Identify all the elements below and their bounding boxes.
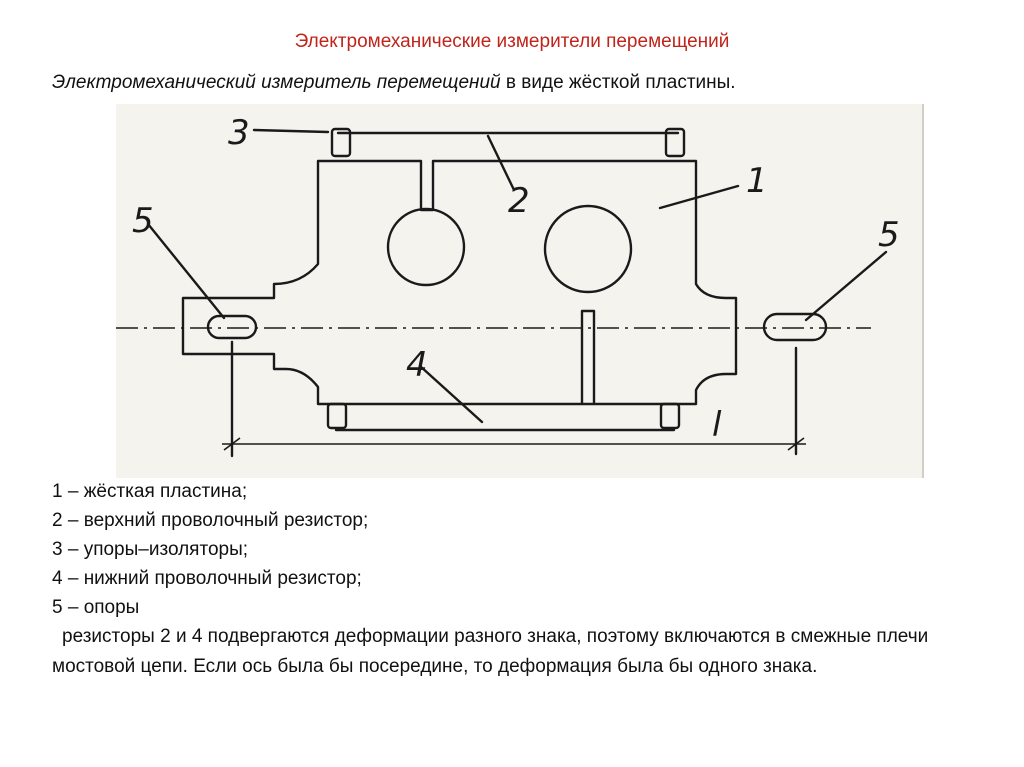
label-2: 2 — [508, 181, 530, 221]
label-5-right: 5 — [878, 215, 900, 255]
legend-item: 2 – верхний проволочный резистор; — [52, 510, 369, 531]
stop-insulator-top-left — [330, 127, 352, 158]
legend-list: 1 – жёсткая пластина; 2 – верхний провол… — [52, 477, 368, 622]
lower-cutout — [543, 204, 633, 294]
stop-insulator-top-right — [664, 127, 686, 158]
legend-item: 4 – нижний проволочный резистор; — [52, 568, 362, 589]
upper-cutout — [386, 207, 466, 287]
rigid-plate-outline — [181, 159, 738, 406]
label-3: 3 — [228, 113, 250, 153]
label-4: 4 — [406, 345, 428, 385]
diagram-figure: 3 2 1 5 5 4 l — [116, 104, 924, 478]
legend-item: 5 – опоры — [52, 597, 140, 618]
legend-item: 3 – упоры–изоляторы; — [52, 539, 249, 560]
label-1: 1 — [746, 161, 768, 201]
support-slot-right — [762, 312, 828, 342]
explanation-note: резисторы 2 и 4 подвергаются деформации … — [52, 622, 982, 682]
stop-insulator-bottom-left — [326, 402, 348, 430]
label-l: l — [712, 405, 722, 445]
label-5-left: 5 — [132, 201, 154, 241]
plate-diagram: 3 2 1 5 5 4 l — [116, 113, 900, 458]
legend-item: 1 – жёсткая пластина; — [52, 481, 248, 502]
note-text: резисторы 2 и 4 подвергаются деформации … — [52, 626, 929, 677]
stop-insulator-bottom-right — [659, 402, 681, 430]
subtitle-italic: Электромеханический измеритель перемещен… — [52, 72, 501, 93]
support-slot-left — [206, 314, 258, 340]
subtitle-rest: в виде жёсткой пластины. — [500, 72, 736, 93]
slide-title: Электромеханические измерители перемещен… — [294, 31, 730, 52]
subtitle: Электромеханический измеритель перемещен… — [52, 72, 736, 94]
